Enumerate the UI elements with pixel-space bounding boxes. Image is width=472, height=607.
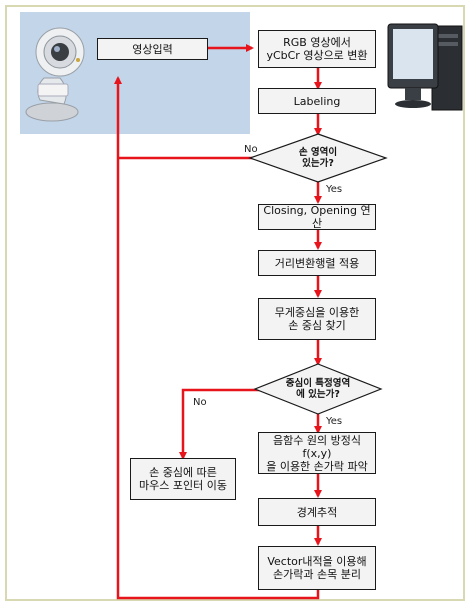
closing-opening-box: Closing, Opening 연산 — [258, 204, 376, 230]
labeling-box: Labeling — [258, 88, 376, 114]
webcam-icon — [25, 27, 85, 122]
vector-separate-box: Vector내적을 이용해 손가락과 손목 분리 — [258, 546, 376, 590]
distance-transform-box: 거리변환행렬 적용 — [258, 250, 376, 276]
outer-frame — [5, 5, 465, 601]
center-of-mass-box: 무게중심을 이용한 손 중심 찾기 — [258, 298, 376, 340]
label-yes-center: Yes — [326, 416, 343, 427]
mouse-move-box: 손 중심에 따른 마우스 포인터 이동 — [130, 458, 236, 500]
rgb-convert-box: RGB 영상에서 yCbCr 영상으로 변환 — [258, 30, 376, 68]
label-no-hand: No — [244, 144, 258, 155]
boundary-tracking-box: 경계추적 — [258, 498, 376, 526]
diamond-center-region — [253, 363, 383, 415]
center-region-question: 중심이 특정영역 에 있는가? — [285, 378, 351, 400]
hand-region-question: 손 영역이 있는가? — [298, 147, 338, 169]
label-yes-hand: Yes — [326, 184, 343, 195]
video-input-box: 영상입력 — [97, 38, 208, 60]
desktop-computer-icon — [387, 23, 463, 111]
label-no-center: No — [193, 397, 207, 408]
diamond-hand-region — [248, 133, 388, 183]
arrows — [114, 44, 322, 600]
finger-detect-box: 음함수 원의 방정식f(x,y) 을 이용한 손가락 파악 — [258, 432, 376, 474]
